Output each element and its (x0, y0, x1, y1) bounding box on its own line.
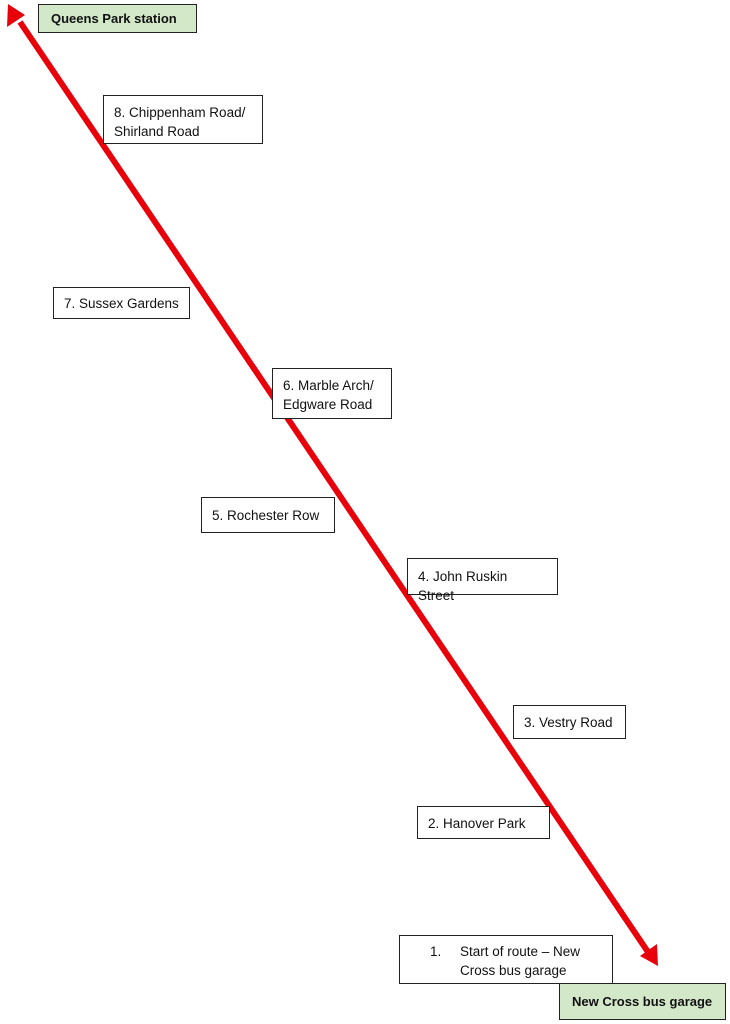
stop-label: 4. John Ruskin Street (418, 569, 508, 603)
route-arrow-line (17, 20, 651, 954)
stop-2-hanover-park: 2. Hanover Park (417, 806, 550, 839)
stop-6-marble-arch: 6. Marble Arch/ Edgware Road (272, 368, 392, 419)
stop-label: 3. Vestry Road (524, 715, 613, 730)
arrowhead-end (640, 944, 658, 966)
terminal-new-cross-bus-garage: New Cross bus garage (559, 983, 726, 1020)
stop-4-john-ruskin-street: 4. John Ruskin Street (407, 558, 558, 603)
stop-label-line: 6. Marble Arch/ (283, 378, 374, 393)
stop-3-vestry-road: 3. Vestry Road (513, 705, 626, 739)
stop-label-line: 8. Chippenham Road/ (114, 105, 246, 120)
terminal-label: New Cross bus garage (572, 994, 713, 1009)
stop-label: 2. Hanover Park (428, 816, 526, 831)
stop-8-chippenham-road: 8. Chippenham Road/ Shirland Road (103, 95, 263, 144)
stop-7-sussex-gardens: 7. Sussex Gardens (53, 287, 190, 319)
stop-number: 1. (430, 944, 442, 959)
stop-5-rochester-row: 5. Rochester Row (201, 497, 335, 533)
stop-label: 7. Sussex Gardens (64, 296, 179, 311)
terminal-queens-park-station: Queens Park station (38, 4, 197, 33)
stop-1-start-of-route: 1. Start of route – New Cross bus garage (399, 935, 613, 984)
arrowhead-start (7, 4, 25, 27)
stop-label: Start of route – New Cross bus garage (460, 944, 581, 978)
terminal-label: Queens Park station (51, 11, 177, 26)
stop-label-line: Shirland Road (114, 124, 200, 139)
stop-label: 5. Rochester Row (212, 508, 320, 523)
stop-label-line: Edgware Road (283, 397, 373, 412)
